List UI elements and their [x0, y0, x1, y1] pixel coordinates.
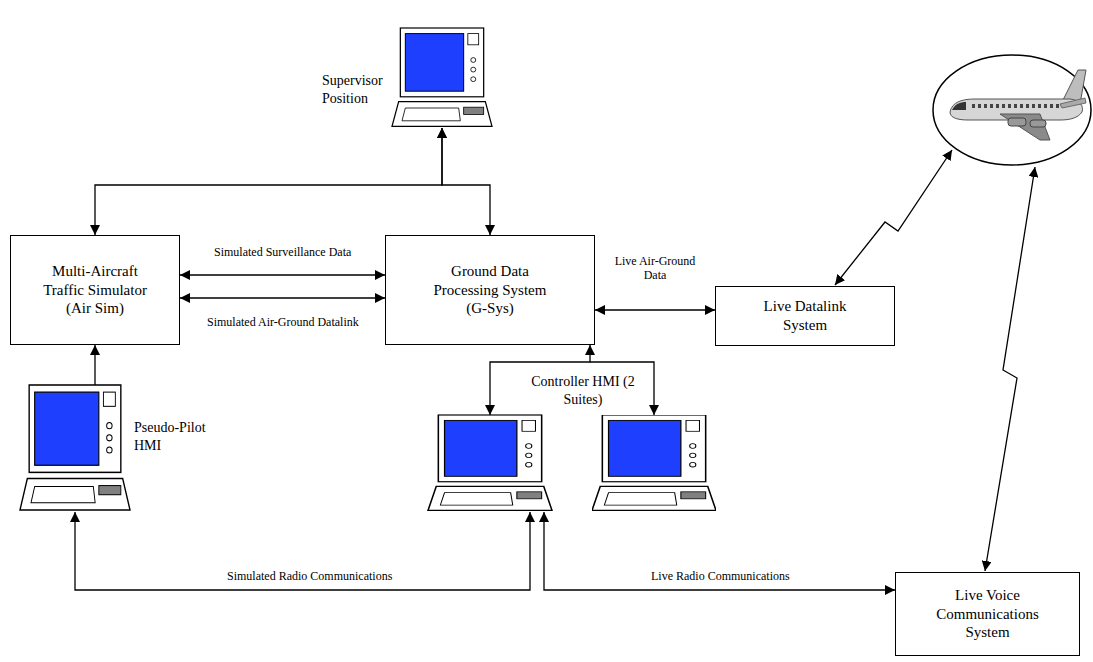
panel-knob [690, 444, 696, 449]
monitor-case [29, 385, 121, 472]
node-label: Supervisor Position [322, 72, 390, 107]
keyboard [604, 493, 676, 505]
monitor-screen [609, 420, 681, 476]
edge-label: Live Radio Communications [649, 569, 792, 583]
radio-link [835, 150, 952, 285]
connector-arrow [95, 128, 442, 235]
panel-button [103, 392, 115, 406]
panel-knob [107, 435, 113, 441]
radio-link [985, 167, 1035, 571]
panel-knob [107, 447, 113, 453]
monitor-screen [445, 420, 517, 476]
box-text: Ground Data Processing System (G-Sys) [426, 262, 554, 318]
drive-slot [681, 492, 706, 499]
connector-arrow [180, 297, 385, 298]
connector-arrow [180, 274, 385, 275]
process-box: Live Datalink System [715, 286, 895, 346]
panel-knob [471, 58, 476, 63]
connector-arrow [595, 309, 715, 310]
monitor-case [438, 415, 541, 482]
monitor-screen [35, 392, 99, 465]
panel-knob [690, 453, 696, 458]
workstation-node: Pseudo-Pilot HMI [20, 385, 130, 512]
workstation-symbol [592, 415, 716, 510]
panel-button [522, 420, 535, 431]
panel-knob [690, 462, 696, 467]
box-text: Live Voice Communications System [932, 586, 1044, 642]
base-unit [428, 486, 552, 510]
panel-knob [107, 423, 113, 429]
panel-button [468, 34, 479, 45]
aircraft-outline [933, 55, 1091, 165]
panel-knob [526, 462, 532, 467]
workstation-symbol [392, 28, 492, 128]
panel-knob [471, 67, 476, 72]
connector-arrow [94, 345, 95, 385]
box-text: Live Datalink System [755, 297, 855, 335]
process-box: Ground Data Processing System (G-Sys) [385, 235, 595, 345]
monitor-case [602, 415, 705, 482]
workstation-symbol [20, 385, 130, 512]
monitor-case [400, 28, 483, 97]
keyboard [31, 487, 95, 503]
workstation-symbol [428, 415, 552, 512]
edge-label: Simulated Surveillance Data [212, 245, 353, 259]
base-unit [20, 478, 130, 509]
panel-knob [526, 453, 532, 458]
keyboard [440, 493, 512, 505]
process-box: Multi-Aircraft Traffic Simulator (Air Si… [10, 235, 180, 345]
drive-slot [99, 486, 121, 495]
connector-arrow [544, 512, 895, 590]
keyboard [402, 108, 460, 121]
edge-label: Live Air-Ground Data [608, 254, 702, 283]
node-label: Pseudo-Pilot HMI [134, 419, 226, 454]
panel-knob [526, 444, 532, 449]
edge-label: Simulated Radio Communications [225, 569, 394, 583]
monitor-screen [405, 34, 463, 92]
connector-arrow [442, 128, 490, 235]
base-unit [392, 102, 492, 127]
workstation-node: Controller HMI (2 Suites) [428, 415, 552, 512]
base-unit [592, 486, 716, 510]
connector-arrow [75, 512, 530, 590]
process-box: Live Voice Communications System [895, 572, 1080, 656]
workstation-node: Supervisor Position [392, 28, 492, 128]
node-label: Controller HMI (2 Suites) [528, 373, 638, 408]
aircraft-symbol [950, 70, 1086, 140]
edge-label: Simulated Air-Ground Datalink [205, 315, 361, 329]
panel-knob [471, 77, 476, 82]
drive-slot [517, 492, 542, 499]
drive-slot [464, 107, 484, 114]
box-text: Multi-Aircraft Traffic Simulator (Air Si… [34, 262, 156, 318]
panel-button [686, 420, 699, 431]
